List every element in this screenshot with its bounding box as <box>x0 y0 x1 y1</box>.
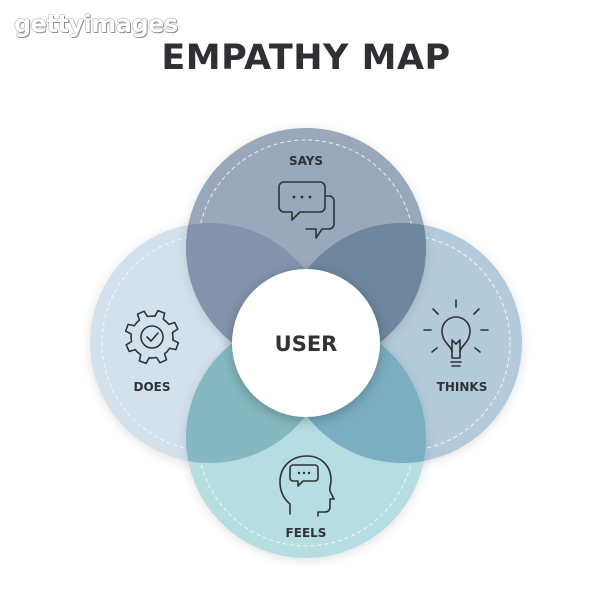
thinks-label: THINKS <box>437 380 488 394</box>
center-circle: USER <box>232 269 380 417</box>
does-label: DOES <box>133 380 170 394</box>
speech-bubbles-icon <box>278 181 335 239</box>
gear-check-icon <box>124 309 180 365</box>
head-speech-icon <box>279 455 335 517</box>
says-label: SAYS <box>289 154 323 168</box>
center-label: USER <box>275 332 338 356</box>
feels-label: FEELS <box>286 526 327 540</box>
page-title: EMPATHY MAP <box>161 38 451 78</box>
watermark: gettyimages <box>14 10 178 38</box>
lightbulb-icon <box>423 299 489 367</box>
